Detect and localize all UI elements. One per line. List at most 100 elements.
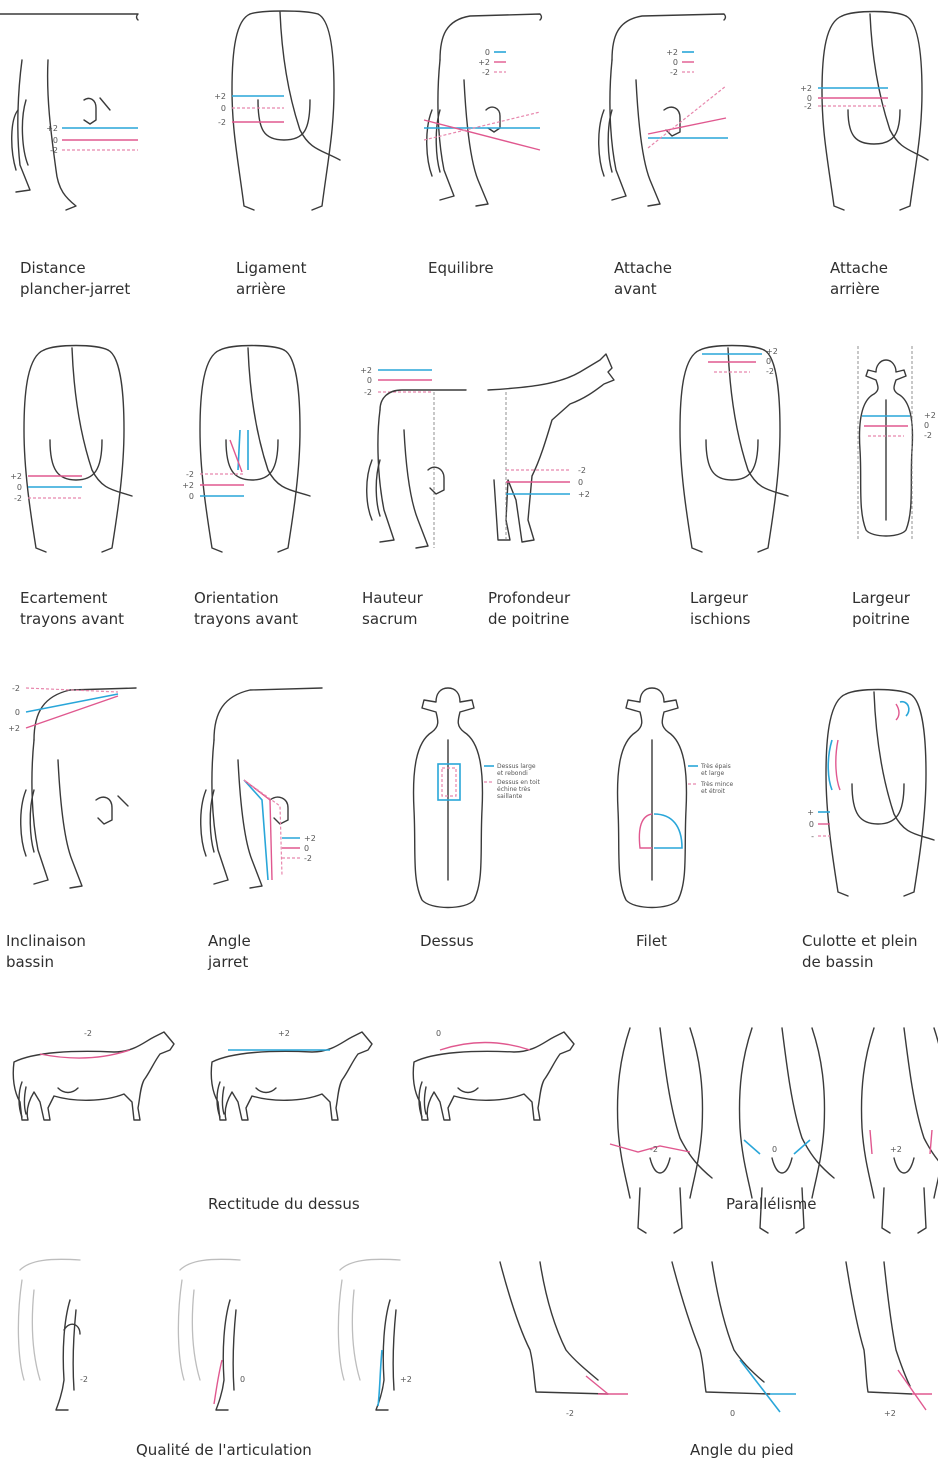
- hauteur-mark-1: +2: [360, 366, 372, 375]
- filet-note-4: et étroit: [701, 788, 726, 795]
- articulation-mark-3: +2: [400, 1375, 412, 1384]
- ecartement-mark-1: +2: [10, 472, 22, 481]
- dessus-note-1: Dessus large: [497, 763, 536, 770]
- caption-attache-avant-line1: Attache: [614, 258, 672, 279]
- caption-orientation-line2: trayons avant: [194, 609, 298, 630]
- orientation-mark-1: -2: [186, 470, 194, 479]
- caption-distance: Distance plancher-jarret: [20, 258, 130, 300]
- caption-angle-pied: Angle du pied: [690, 1440, 794, 1461]
- caption-ligament: Ligament arrière: [236, 258, 306, 300]
- attache-avant-mark-3: -2: [670, 68, 678, 77]
- profondeur-mark-1: -2: [578, 466, 586, 475]
- caption-attache-arriere-line2: arrière: [830, 279, 888, 300]
- largeur-ischions-mark-1: +2: [766, 347, 778, 356]
- articulation-figure: -2 0 +2: [18, 1259, 411, 1410]
- caption-profondeur-line2: de poitrine: [488, 609, 570, 630]
- profondeur-mark-3: +2: [578, 490, 590, 499]
- caption-ecartement: Ecartement trayons avant: [20, 588, 124, 630]
- attache-arriere-mark-3: -2: [804, 102, 812, 111]
- profondeur-figure: -2 0 +2: [488, 354, 614, 542]
- equilibre-mark-1: 0: [485, 48, 490, 57]
- caption-largeur-poitrine-line2: poitrine: [852, 609, 910, 630]
- caption-distance-line1: Distance: [20, 258, 130, 279]
- inclinaison-figure: -2 0 +2: [8, 684, 136, 888]
- caption-hauteur-line2: sacrum: [362, 609, 423, 630]
- filet-figure: Très épais et large Très mince et étroit: [618, 688, 734, 908]
- rectitude-mark-2: +2: [278, 1029, 290, 1038]
- caption-angle-jarret-line1: Angle: [208, 931, 251, 952]
- caption-hauteur: Hauteur sacrum: [362, 588, 423, 630]
- largeur-poitrine-mark-1: +2: [924, 411, 936, 420]
- caption-filet: Filet: [636, 931, 667, 952]
- parallelisme-mark-3: +2: [890, 1145, 902, 1154]
- angle-pied-mark-3: +2: [884, 1409, 896, 1418]
- caption-culotte-line2: de bassin: [802, 952, 918, 973]
- caption-largeur-ischions: Largeur ischions: [690, 588, 750, 630]
- ligament-mark-3: -2: [218, 118, 226, 127]
- caption-rectitude: Rectitude du dessus: [208, 1194, 360, 1215]
- caption-largeur-ischions-line2: ischions: [690, 609, 750, 630]
- caption-ligament-line2: arrière: [236, 279, 306, 300]
- angle-jarret-figure: +2 0 -2: [201, 688, 322, 888]
- caption-attache-avant: Attache avant: [614, 258, 672, 300]
- caption-largeur-poitrine: Largeur poitrine: [852, 588, 910, 630]
- caption-inclinaison-line1: Inclinaison: [6, 931, 86, 952]
- caption-largeur-poitrine-line1: Largeur: [852, 588, 910, 609]
- caption-equilibre: Equilibre: [428, 258, 494, 279]
- caption-profondeur-line1: Profondeur: [488, 588, 570, 609]
- caption-inclinaison: Inclinaison bassin: [6, 931, 86, 973]
- culotte-mark-3: -: [811, 832, 814, 841]
- dessus-note-4: échine très: [497, 786, 530, 793]
- angle-jarret-mark-3: -2: [304, 854, 312, 863]
- attache-avant-mark-1: +2: [666, 48, 678, 57]
- inclinaison-mark-1: -2: [12, 684, 20, 693]
- articulation-mark-1: -2: [80, 1375, 88, 1384]
- dessus-figure: Dessus large et rebondi Dessus en toit é…: [414, 688, 541, 908]
- caption-largeur-ischions-line1: Largeur: [690, 588, 750, 609]
- caption-equilibre-line1: Equilibre: [428, 258, 494, 279]
- caption-distance-line2: plancher-jarret: [20, 279, 130, 300]
- caption-profondeur: Profondeur de poitrine: [488, 588, 570, 630]
- distance-mark-3: -2: [50, 146, 58, 155]
- dessus-note-5: saillante: [497, 793, 523, 800]
- parallelisme-mark-1: -2: [650, 1145, 658, 1154]
- angle-jarret-mark-2: 0: [304, 844, 309, 853]
- attache-arriere-mark-1: +2: [800, 84, 812, 93]
- profondeur-mark-2: 0: [578, 478, 583, 487]
- equilibre-mark-2: +2: [478, 58, 490, 67]
- largeur-ischions-figure: +2 0 -2: [680, 346, 788, 553]
- largeur-poitrine-mark-2: 0: [924, 421, 929, 430]
- caption-orientation: Orientation trayons avant: [194, 588, 298, 630]
- ecartement-mark-3: -2: [14, 494, 22, 503]
- orientation-mark-2: +2: [182, 481, 194, 490]
- rectitude-figure: -2 +2 0: [13, 1029, 574, 1120]
- equilibre-figure: 0 +2 -2: [424, 14, 542, 206]
- dessus-note-3: Dessus en toit: [497, 779, 540, 786]
- largeur-poitrine-figure: +2 0 -2: [858, 346, 936, 540]
- caption-dessus-line1: Dessus: [420, 931, 474, 952]
- largeur-ischions-mark-3: -2: [766, 367, 774, 376]
- caption-attache-arriere-line1: Attache: [830, 258, 888, 279]
- caption-attache-arriere: Attache arrière: [830, 258, 888, 300]
- largeur-ischions-mark-2: 0: [766, 357, 771, 366]
- hauteur-mark-3: -2: [364, 388, 372, 397]
- equilibre-mark-3: -2: [482, 68, 490, 77]
- filet-note-3: Très mince: [700, 781, 733, 788]
- distance-mark-1: +2: [46, 124, 58, 133]
- orientation-mark-3: 0: [189, 492, 194, 501]
- largeur-poitrine-mark-3: -2: [924, 431, 932, 440]
- ligament-mark-1: +2: [214, 92, 226, 101]
- orientation-figure: -2 +2 0: [182, 346, 310, 553]
- angle-pied-mark-1: -2: [566, 1409, 574, 1418]
- caption-ecartement-line2: trayons avant: [20, 609, 124, 630]
- filet-note-2: et large: [701, 770, 724, 777]
- rectitude-mark-1: -2: [84, 1029, 92, 1038]
- caption-inclinaison-line2: bassin: [6, 952, 86, 973]
- inclinaison-mark-2: 0: [15, 708, 20, 717]
- caption-filet-line1: Filet: [636, 931, 667, 952]
- filet-note-1: Très épais: [700, 763, 731, 770]
- distance-mark-2: 0: [53, 136, 58, 145]
- ligament-mark-2: 0: [221, 104, 226, 113]
- caption-parallelisme: Parallélisme: [726, 1194, 816, 1215]
